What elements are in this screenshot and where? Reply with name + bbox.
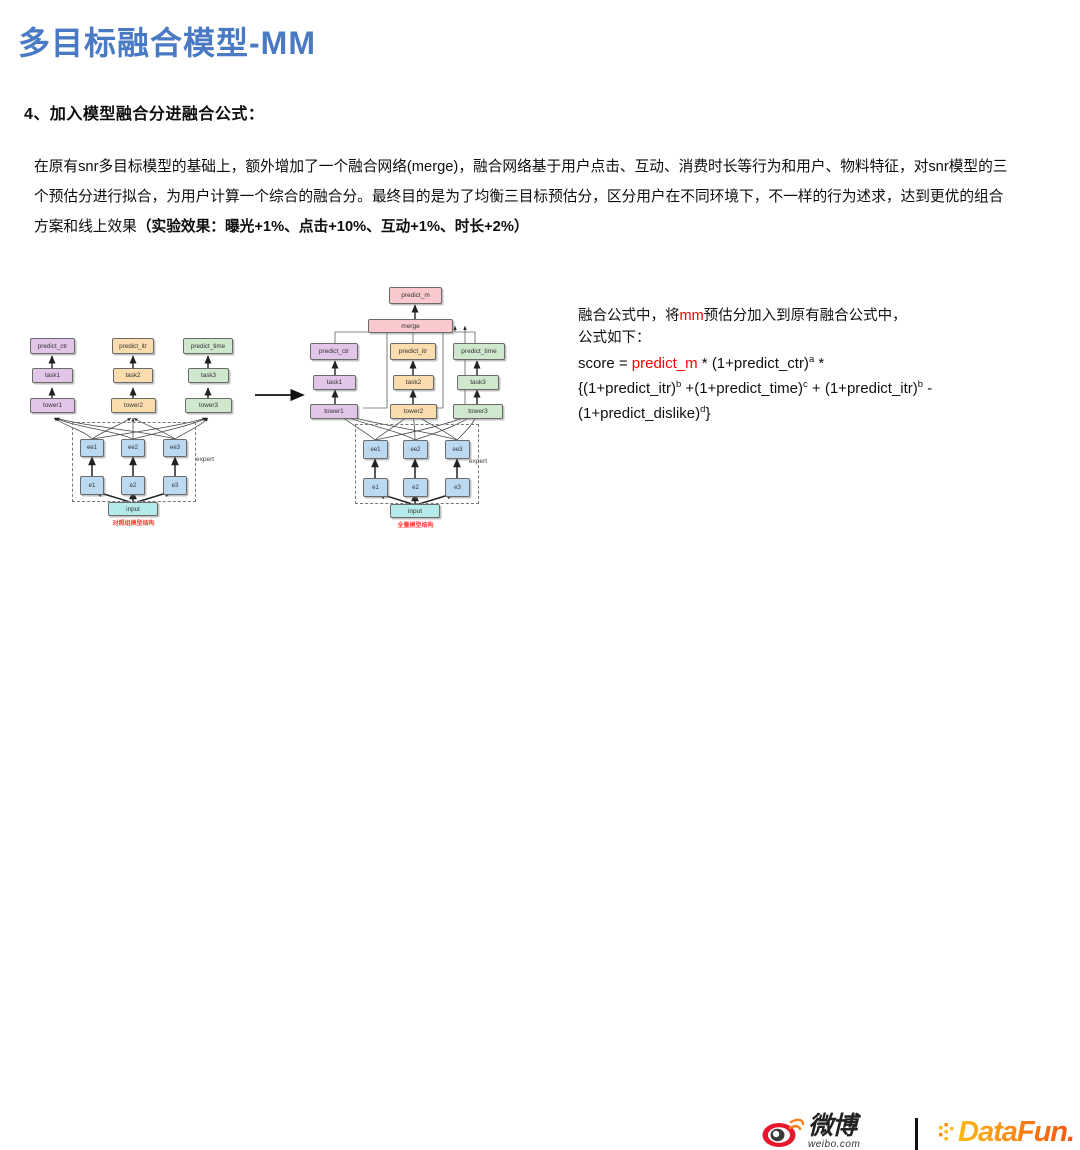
formula-line-dislike: (1+predict_dislike)d} [578,399,1078,424]
formula-mm-highlight: mm [679,308,704,324]
datafun-dots-icon [939,1122,954,1140]
weibo-logo: 微博 weibo.com [762,1114,860,1150]
node-e1: e1 [80,476,104,495]
formula-exp-b2: b [917,379,924,390]
node-task1: task1 [32,368,73,383]
node-merge: merge [368,319,453,333]
transition-arrow-icon [255,388,305,402]
formula-score-mid: * (1+predict_ctr) [697,355,809,372]
diagram-right-caption: 全量模型结构 [397,523,434,529]
expert-group-box [72,422,196,502]
slide-root: 多目标融合模型-MM 4、加入模型融合分进融合公式： 在原有snr多目标模型的基… [0,25,1080,1150]
node-ee3: ee3 [445,440,470,459]
paragraph-text: 在原有snr多目标模型的基础上，额外增加了一个融合网络(merge)，融合网络基… [34,159,1008,235]
weibo-eye-icon [762,1118,804,1147]
node-task2: task2 [113,368,153,383]
formula-intro-b: 预估分加入到原有融合公式中， [703,308,907,324]
datafun-logo: DataFun. [938,1116,1075,1149]
formula-itr-a: {(1+predict_itr) [578,380,676,397]
weibo-url-text: weibo.com [808,1139,861,1150]
node-tower3: tower3 [453,404,503,419]
node-predict-time: predict_time [183,338,233,354]
node-e3: e3 [445,478,470,497]
node-ee2: ee2 [403,440,428,459]
node-predict-ctr: predict_ctr [30,338,75,354]
node-predict-ctr: predict_ctr [310,343,358,360]
node-e2: e2 [403,478,428,497]
node-tower2: tower2 [111,398,156,413]
formula-minus: - [923,380,933,397]
node-task3: task3 [457,375,499,390]
section-heading: 4、加入模型融合分进融合公式： [24,106,265,123]
formula-score-prefix: score = [578,355,632,372]
node-task3: task3 [188,368,229,383]
formula-line-brace: {(1+predict_itr)b +(1+predict_time)c + (… [578,374,1078,399]
formula-close-brace: } [705,405,711,422]
node-input: input [390,504,440,518]
node-tower1: tower1 [310,404,358,419]
node-predict-itr: predict_itr [390,343,436,360]
formula-exp-c: c [803,379,808,390]
formula-dislike: (1+predict_dislike) [578,405,701,422]
formula-block: 融合公式中，将mm预估分加入到原有融合公式中， 公式如下： score = pr… [578,305,1078,424]
diagram-left-caption: 对照组模型结构 [112,521,155,527]
node-task1: task1 [313,375,356,390]
node-task2: task2 [393,375,434,390]
formula-exp-d: d [700,404,706,415]
expert-group-label: expert [469,458,488,465]
formula-line-score: score = predict_m * (1+predict_ctr)a * [578,349,1078,374]
node-ee1: ee1 [363,440,388,459]
node-ee3: ee3 [163,439,187,457]
page-title: 多目标融合模型-MM [18,25,316,61]
node-ee1: ee1 [80,439,104,457]
paragraph-bold-result: （实验效果：曝光+1%、点击+10%、互动+1%、时长+2%） [136,219,529,235]
node-tower2: tower2 [390,404,437,419]
expert-group-box [355,424,479,504]
datafun-wordmark: DataFun. [958,1116,1075,1148]
formula-intro-a: 融合公式中，将 [578,308,680,324]
node-e2: e2 [121,476,145,495]
footer: 微博 weibo.com DataFun. [0,552,1080,1150]
formula-intro-line1: 融合公式中，将mm预估分加入到原有融合公式中， [578,305,1078,327]
node-input: input [108,502,158,516]
formula-exp-a: a [808,354,815,365]
formula-intro-line2: 公式如下： [578,330,651,346]
formula-itr-b: + (1+predict_itr) [807,380,918,397]
node-ee2: ee2 [121,439,145,457]
node-predict-m: predict_m [389,287,442,304]
formula-exp-b1: b [675,379,682,390]
node-predict-itr: predict_itr [112,338,154,354]
node-e3: e3 [163,476,187,495]
formula-predict-m-highlight: predict_m [631,355,698,372]
formula-time: +(1+predict_time) [681,380,803,397]
expert-group-label: expert [196,456,215,463]
weibo-wordmark: 微博 weibo.com [808,1114,860,1150]
weibo-cn-text: 微博 [808,1112,857,1140]
body-paragraph: 在原有snr多目标模型的基础上，额外增加了一个融合网络(merge)，融合网络基… [34,152,1009,242]
formula-score-tail: * [814,355,825,372]
footer-divider [915,1118,918,1150]
diagram-full-model: expert predict_m merge predict_ctr predi… [305,278,530,533]
node-tower1: tower1 [30,398,75,413]
node-predict-time: predict_time [453,343,505,360]
node-e1: e1 [363,478,388,497]
diagram-control-model: expert predict_ctr predict_itr predict_t… [30,326,260,531]
node-tower3: tower3 [185,398,232,413]
